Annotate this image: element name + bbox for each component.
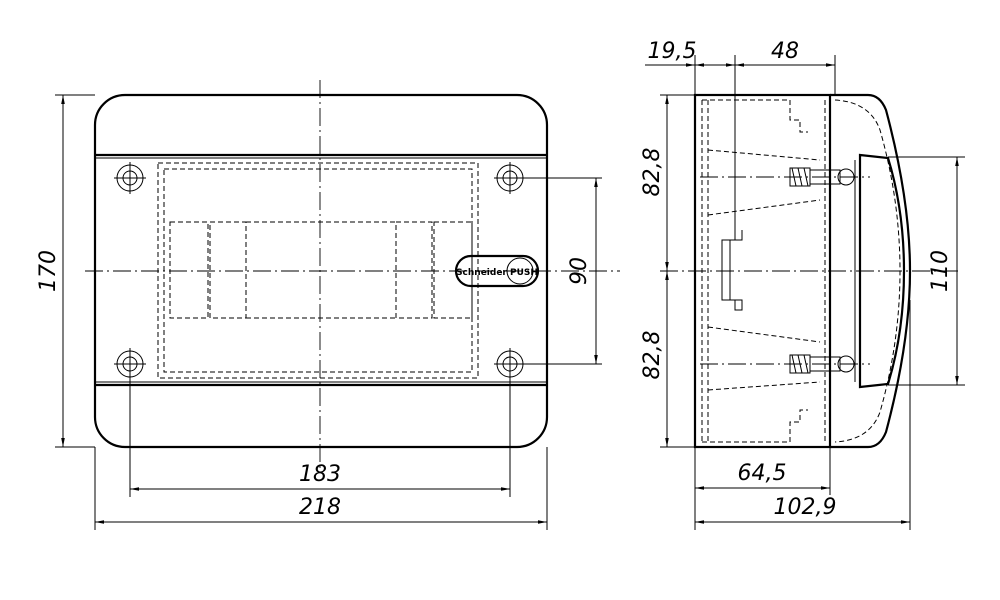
side-view: 19,5 48 82,8 82,8 110 64,5 102,9 [640, 39, 965, 530]
cover-outline [830, 93, 912, 449]
module-block [169, 221, 209, 319]
dim-label-upper-half: 82,8 [640, 148, 665, 197]
dim-label-door-height: 110 [928, 250, 953, 292]
screw-hole-icon [114, 348, 146, 380]
screw-hole-icon [114, 162, 146, 194]
module-block [209, 221, 247, 319]
dim-label-hole-vertical: 90 [567, 257, 592, 285]
module-block [433, 221, 473, 319]
dim-label-top-depth: 48 [771, 39, 799, 64]
door-outline [858, 153, 906, 389]
module-block [395, 221, 433, 319]
dim-label-lower-half: 82,8 [640, 331, 665, 380]
dim-label-overall-width: 218 [299, 495, 341, 520]
dim-label-hole-horizontal: 183 [299, 462, 341, 487]
dim-label-overall-depth: 102,9 [774, 495, 837, 520]
dim-label-base-depth: 64,5 [738, 461, 787, 486]
dim-label-height: 170 [36, 250, 61, 292]
window-outline [157, 162, 479, 379]
push-latch-logo: Schneider PUSH [454, 254, 540, 288]
din-rail [721, 62, 743, 311]
dim-label-top-offset: 19,5 [648, 39, 697, 64]
front-view: Schneider PUSH 170 90 183 218 [36, 80, 620, 530]
logo-text: Schneider PUSH [456, 268, 538, 278]
